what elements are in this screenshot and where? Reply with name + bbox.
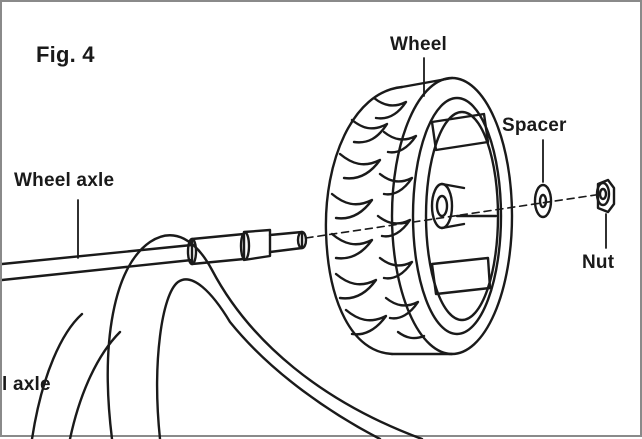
wheel-axle-rod (2, 243, 194, 282)
hex-nut (595, 178, 616, 214)
frame-tube-outer (106, 234, 424, 439)
label-wheel: Wheel (390, 34, 447, 55)
label-nut: Nut (582, 252, 615, 273)
spacer-washer (533, 183, 553, 219)
figure-title: Fig. 4 (36, 42, 95, 67)
assembly-axis-line (305, 193, 603, 239)
wheel-hub (430, 182, 466, 230)
wheel-rim (411, 96, 503, 336)
axle-stub (186, 228, 308, 266)
label-wheel-axle: Wheel axle (14, 170, 115, 191)
label-wheel-axle-partial: l axle (2, 374, 51, 395)
label-spacer: Spacer (502, 115, 567, 136)
wheel-tire (324, 76, 514, 356)
frame-tube-inner (30, 312, 122, 439)
